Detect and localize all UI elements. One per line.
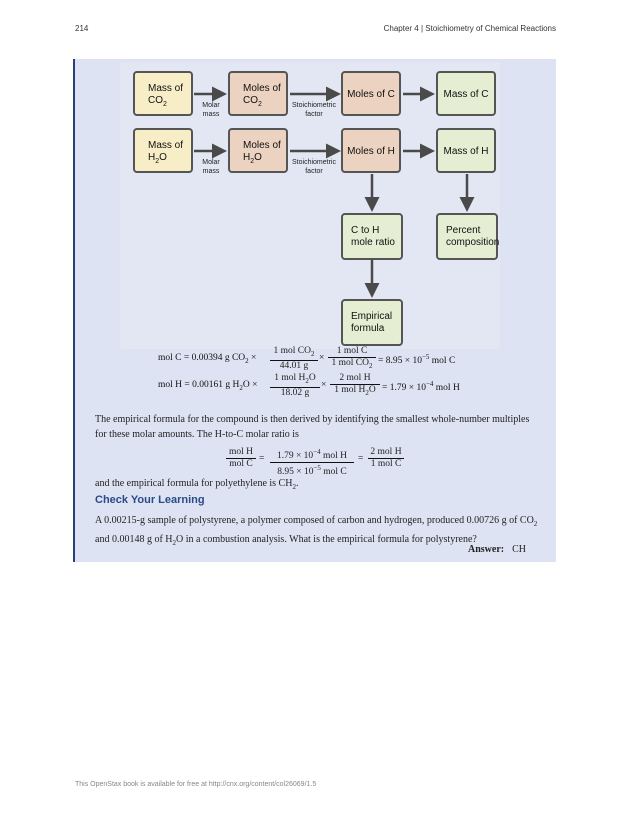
footer-note: This OpenStax book is available for free… [75,781,317,788]
check-your-learning-body: A 0.00215-g sample of polystyrene, a pol… [95,515,538,547]
mass-co2-box: Mass of CO2 [133,71,193,116]
mass-h-box: Mass of H [436,128,496,173]
answer-value: CH [512,544,526,555]
answer: Answer: CH [468,544,526,555]
eq1-fraction-1: 1 mol CO2 44.01 g [270,346,318,372]
ratio-fraction-right: 2 mol H 1 mol C [368,447,404,470]
eq2-times: × [321,380,327,390]
eq2-fraction-1: 1 mol H2O 18.02 g [270,373,320,399]
ratio-equals-2: = [358,454,364,464]
eq1-times: × [319,353,325,363]
eq1-result: = 8.95 × 10−5 mol C [378,353,456,367]
percent-composition-box: Percent composition [436,213,499,260]
ratio-equals-1: = [259,454,265,464]
eq2-result: = 1.79 × 10−4 mol H [382,380,460,394]
paragraph-empirical-derivation: The empirical formula for the compound i… [95,414,530,440]
label-molar-mass-2: Molar mass [202,159,220,175]
paragraph-polyethylene-formula: and the empirical formula for polyethyle… [95,478,299,491]
mass-h2o-box: Mass of H2O [133,128,193,173]
check-your-learning-title: Check Your Learning [95,494,205,506]
moles-co2-box: Moles of CO2 [228,71,288,116]
ratio-fraction-middle: 1.79 × 10−4 mol H 8.95 × 10−5 mol C [270,447,354,478]
moles-h-box: Moles of H [341,128,401,173]
ratio-fraction-left: mol H mol C [226,447,256,470]
moles-h2o-box: Moles of H2O [228,128,288,173]
eq1-fraction-2: 1 mol C 1 mol CO2 [328,346,376,372]
label-stoich-factor-2: Stoichiometric factor [292,159,336,175]
eq2-fraction-2: 2 mol H 1 mol H2O [330,373,380,399]
answer-label: Answer: [467,544,505,555]
label-molar-mass-1: Molar mass [202,102,220,118]
chapter-header: Chapter 4 | Stoichiometry of Chemical Re… [383,24,556,33]
c-to-h-ratio-box: C to H mole ratio [341,213,403,260]
eq1-lhs: mol C = 0.00394 g CO2 × [158,353,257,365]
mass-c-box: Mass of C [436,71,496,116]
empirical-formula-box: Empirical formula [341,299,403,346]
eq2-lhs: mol H = 0.00161 g H2O × [158,380,258,392]
moles-c-box: Moles of C [341,71,401,116]
label-stoich-factor-1: Stoichiometric factor [292,102,336,118]
page-number: 214 [75,24,89,33]
